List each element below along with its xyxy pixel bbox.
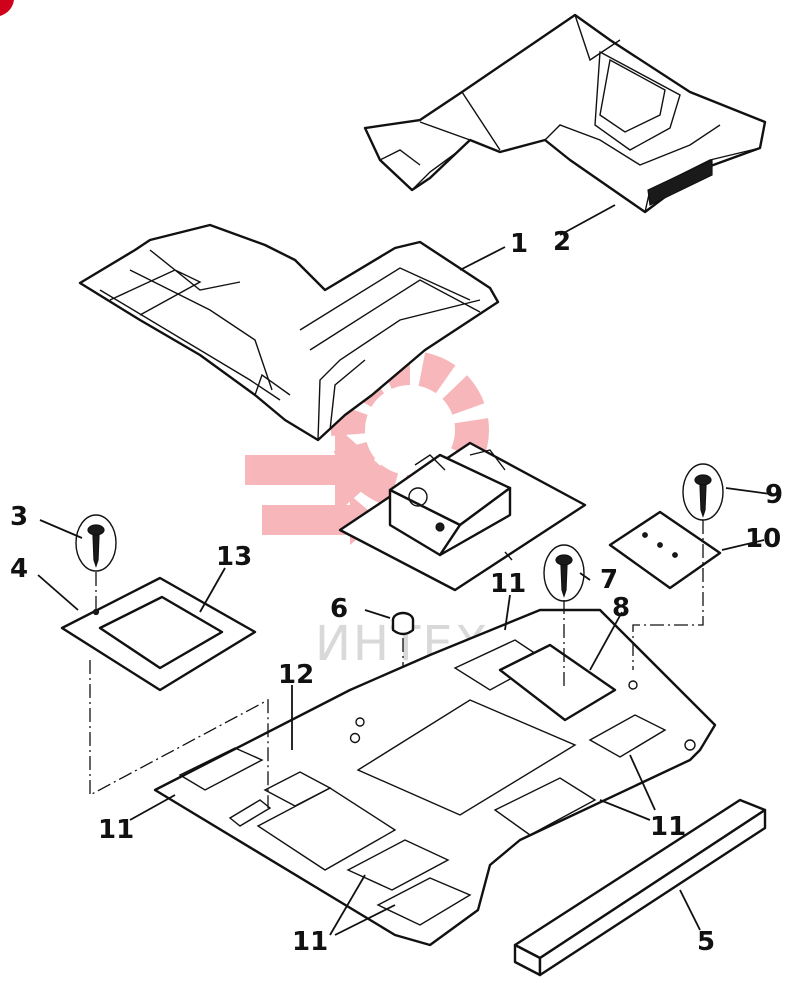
callout-7: 7 — [600, 565, 618, 595]
part-10-cover-plate — [608, 510, 722, 590]
callout-2: 2 — [553, 227, 571, 257]
callout-11-bottom: 11 — [292, 927, 328, 957]
callout-11-right: 11 — [650, 812, 686, 842]
callout-5: 5 — [697, 927, 715, 957]
part-2-floor-pan-upper — [363, 13, 767, 214]
center-console-plate — [338, 441, 587, 592]
callout-9: 9 — [765, 480, 783, 510]
callout-3: 3 — [10, 502, 28, 532]
callout-12: 12 — [278, 660, 314, 690]
part-9-screw — [682, 463, 724, 521]
callout-8: 8 — [612, 593, 630, 623]
callout-11-left: 11 — [98, 815, 134, 845]
callout-6: 6 — [330, 594, 348, 624]
part-5-rubber-strip — [513, 798, 767, 977]
callout-leaders — [37, 204, 779, 936]
part-1-floor-pan-front — [78, 223, 500, 442]
callout-11-top: 11 — [490, 569, 526, 599]
callout-10: 10 — [745, 524, 781, 554]
callout-4: 4 — [10, 554, 28, 584]
callout-13: 13 — [216, 542, 252, 572]
part-7-screw — [543, 544, 585, 602]
callout-1: 1 — [510, 229, 528, 259]
assembly-leader-lines — [89, 520, 704, 808]
base-floor-plate — [153, 608, 717, 947]
part-4-access-plate — [60, 576, 257, 692]
part-3-screw — [75, 514, 117, 572]
corner-mark — [0, 0, 14, 16]
